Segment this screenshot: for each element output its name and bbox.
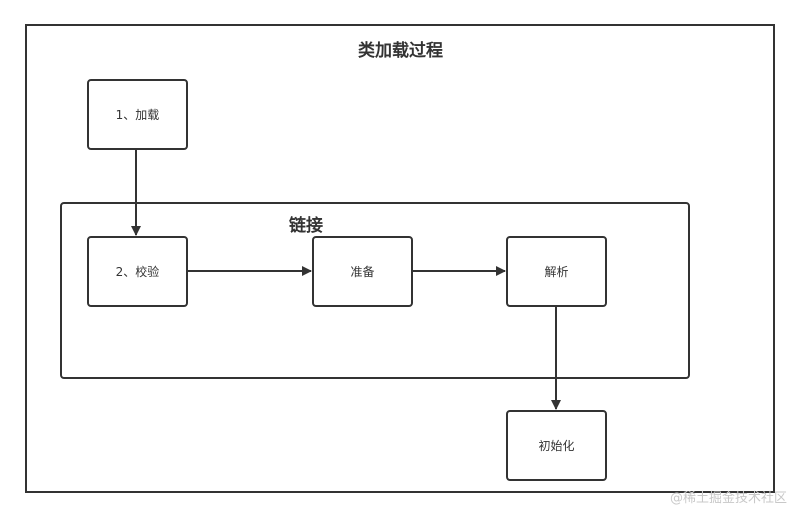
linking-group-label: 链接 xyxy=(289,216,323,236)
diagram-title: 类加载过程 xyxy=(358,41,443,61)
node-load: 1、加载 xyxy=(87,79,188,150)
node-prepare: 准备 xyxy=(312,236,413,307)
process-frame xyxy=(25,24,775,493)
watermark-text: @稀土掘金技术社区 xyxy=(669,491,787,506)
linking-group-box xyxy=(60,202,690,379)
node-verify: 2、校验 xyxy=(87,236,188,307)
node-resolve: 解析 xyxy=(506,236,607,307)
node-init: 初始化 xyxy=(506,410,607,481)
